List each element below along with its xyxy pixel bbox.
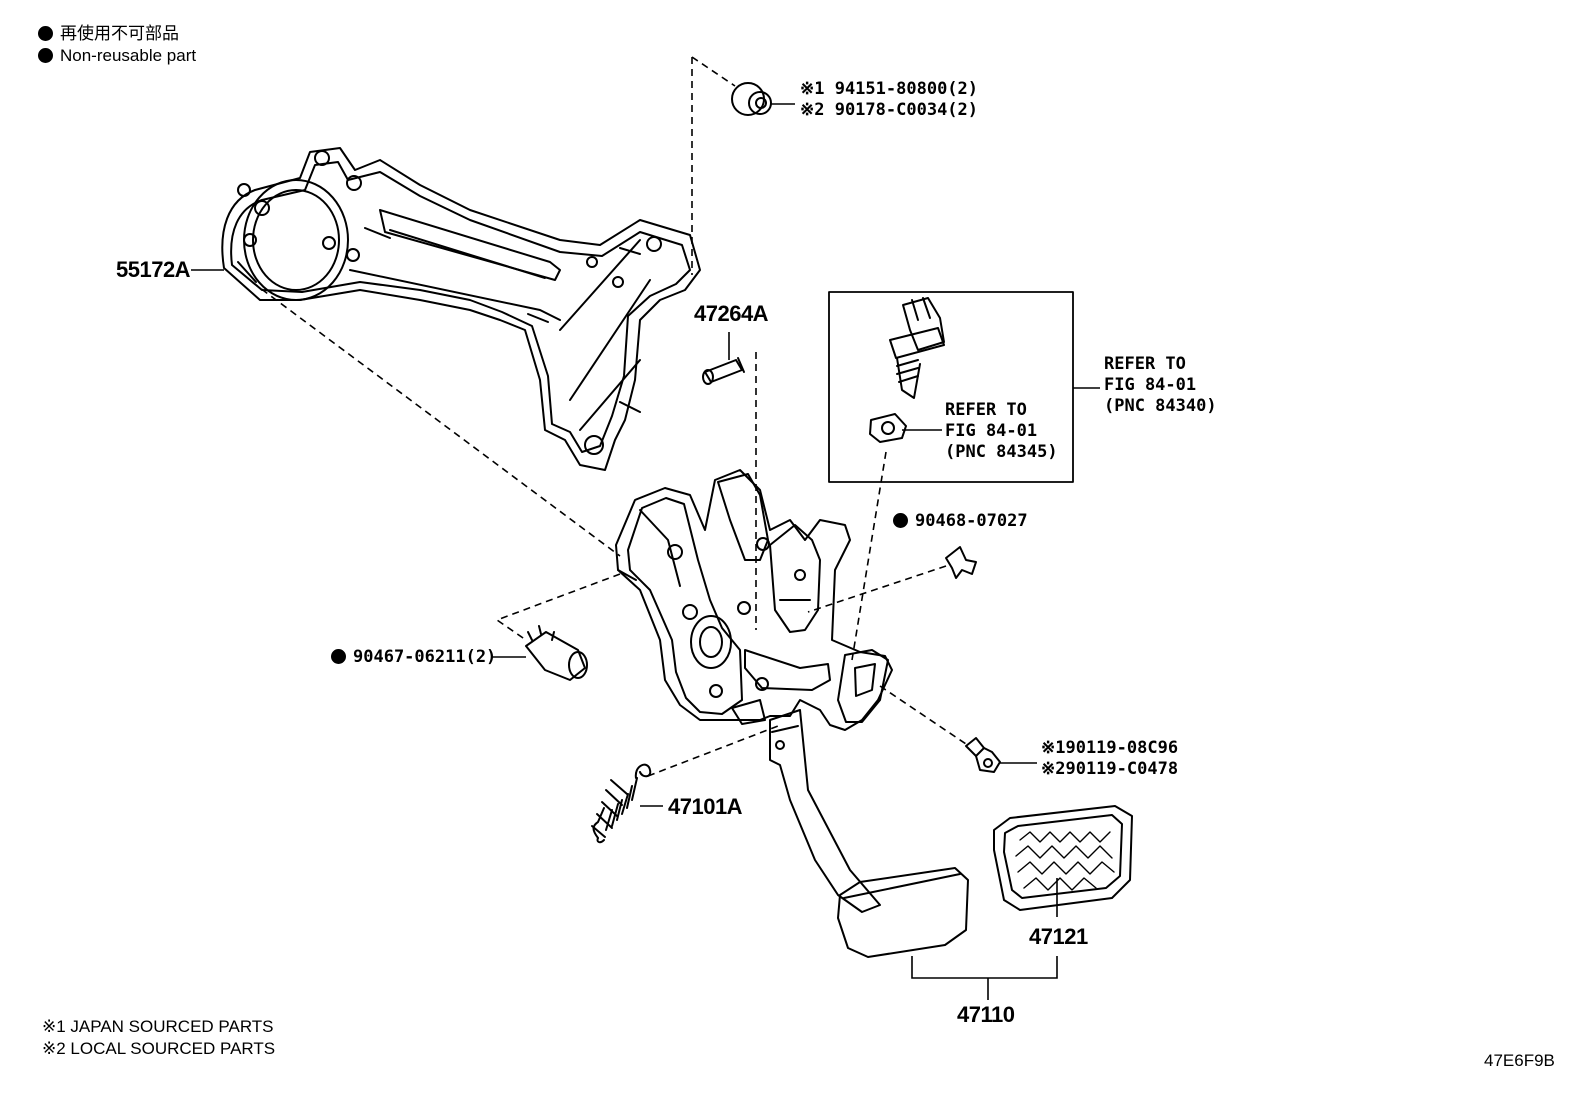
label-90468: 90468-07027 xyxy=(893,511,1028,532)
label-nut-line1: ※1 94151-80800(2) xyxy=(800,79,979,99)
label-bolt-line1: ※190119-08C96 xyxy=(1041,738,1179,758)
legend-text-en: Non-reusable part xyxy=(60,46,197,65)
assembly-lines xyxy=(251,56,967,777)
switch-ref-line1: REFER TO xyxy=(1104,354,1186,374)
label-47264A: 47264A xyxy=(694,301,769,326)
legend-text-jp: 再使用不可部品 xyxy=(60,24,179,43)
label-nut-ref: REFER TO FIG 84-01 (PNC 84345) xyxy=(945,400,1058,463)
nut-ref-line3: (PNC 84345) xyxy=(945,442,1058,462)
label-90468-text: 90468-07027 xyxy=(915,511,1028,531)
nut-ref-line2: FIG 84-01 xyxy=(945,421,1038,441)
reference-box xyxy=(828,291,1074,483)
label-nut-line2: ※2 90178-C0034(2) xyxy=(800,100,979,120)
label-47121: 47121 xyxy=(1029,924,1088,949)
switch-ref-line3: (PNC 84340) xyxy=(1104,396,1217,416)
label-55172A: 55172A xyxy=(116,257,191,282)
footnotes: ※1 JAPAN SOURCED PARTS ※2 LOCAL SOURCED … xyxy=(42,1016,275,1060)
nut-ref-line1: REFER TO xyxy=(945,400,1027,420)
nonreusable-dot-icon xyxy=(38,26,53,41)
footnote-japan: ※1 JAPAN SOURCED PARTS xyxy=(42,1017,274,1036)
label-47101A: 47101A xyxy=(668,794,743,819)
label-bolt-line2: ※290119-C0478 xyxy=(1041,759,1179,779)
nonreusable-dot-icon xyxy=(893,513,908,528)
clevis-pin xyxy=(525,625,588,681)
label-90467: 90467-06211(2) xyxy=(331,647,496,668)
leader-lines xyxy=(191,103,1100,1000)
label-switch-ref: REFER TO FIG 84-01 (PNC 84340) xyxy=(1104,354,1217,417)
support-bracket-55172A xyxy=(221,147,701,471)
return-spring xyxy=(591,763,652,844)
legend-item-jp: 再使用不可部品 xyxy=(38,23,196,45)
pin-47264A xyxy=(702,357,745,385)
nut-upper xyxy=(731,82,772,116)
legend: 再使用不可部品 Non-reusable part xyxy=(38,23,196,67)
pedal-pad xyxy=(837,867,969,958)
switch-ref-line2: FIG 84-01 xyxy=(1104,375,1197,395)
label-47110: 47110 xyxy=(957,1002,1015,1027)
clip-90468 xyxy=(945,546,977,579)
nonreusable-dot-icon xyxy=(38,48,53,63)
bolt-lower xyxy=(965,737,1001,773)
pedal-bracket xyxy=(615,469,893,731)
legend-item-en: Non-reusable part xyxy=(38,45,196,67)
pedal-arm xyxy=(769,709,881,913)
diagram-code: 47E6F9B xyxy=(1484,1051,1555,1070)
label-nut: ※1 94151-80800(2) ※2 90178-C0034(2) xyxy=(800,79,978,121)
footnote-local: ※2 LOCAL SOURCED PARTS xyxy=(42,1039,276,1058)
label-bolt: ※190119-08C96 ※290119-C0478 xyxy=(1041,738,1178,780)
label-90467-text: 90467-06211(2) xyxy=(353,647,497,667)
nonreusable-dot-icon xyxy=(331,649,346,664)
pedal-pad-cover xyxy=(993,805,1133,911)
stop-lamp-switch xyxy=(869,297,945,443)
